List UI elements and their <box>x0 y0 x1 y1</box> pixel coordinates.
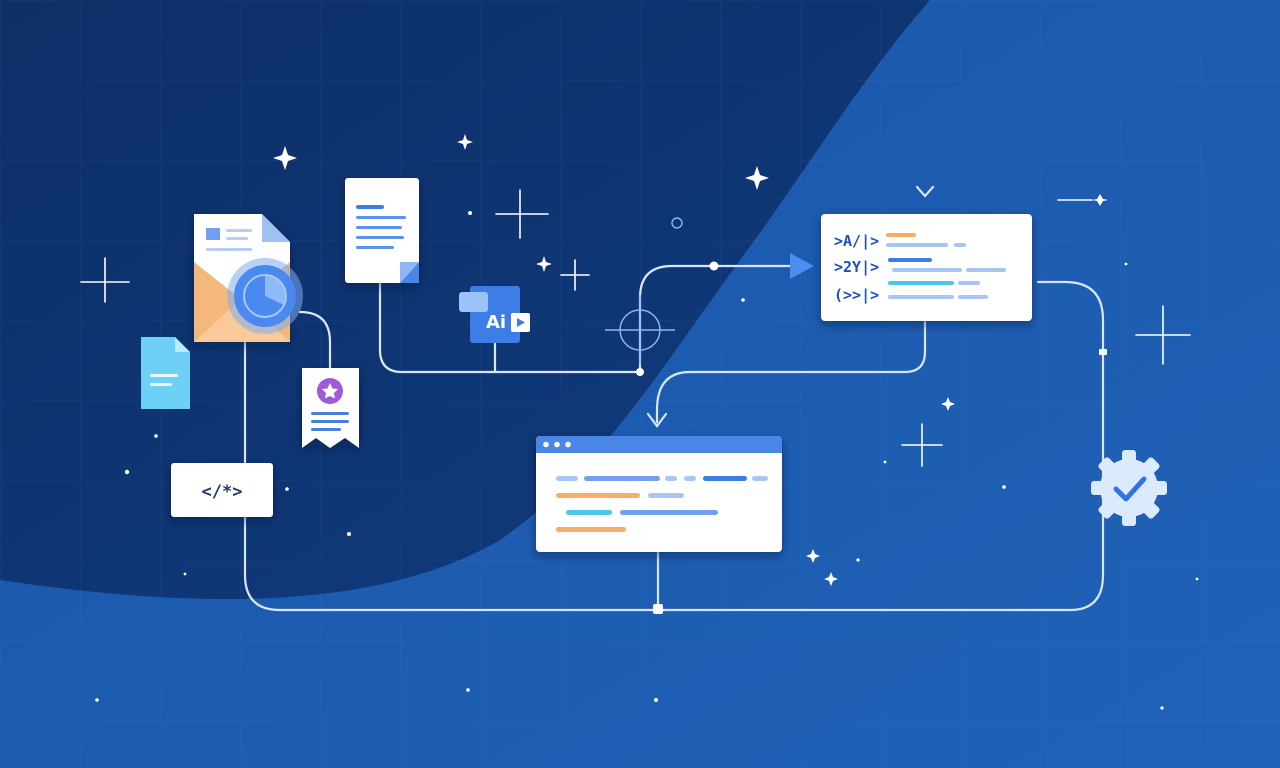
code-tag-label: </*> <box>202 482 243 502</box>
crosshair-icon <box>605 295 675 365</box>
code-panel-lines <box>886 233 1006 299</box>
code-line-label: (>>|> <box>834 286 879 305</box>
certificate-icon <box>302 368 359 448</box>
ai-badge-icon <box>459 286 530 343</box>
document-icon <box>345 178 419 283</box>
main-loop-connector <box>243 280 1105 612</box>
sparkle-dots <box>95 211 1199 710</box>
loop-node <box>653 604 663 614</box>
browser-window <box>536 436 782 552</box>
code-line-label: >A/|> <box>834 232 879 251</box>
right-arrowhead <box>790 253 814 279</box>
file-icon <box>141 337 190 409</box>
down-arrowhead <box>646 412 668 428</box>
loop-node <box>1099 349 1107 355</box>
sparkle-icon <box>80 189 1191 467</box>
chart-disc-icon <box>227 258 303 334</box>
small-ring <box>671 217 683 229</box>
sparkle-icon <box>273 134 1108 586</box>
junction-dot <box>709 261 719 271</box>
code-line-label: >2Y|> <box>834 258 879 277</box>
junction-dot <box>636 368 644 376</box>
connector-lines <box>243 185 1105 612</box>
top-chevron <box>915 185 935 198</box>
code-panel-to-window-connector <box>655 318 927 424</box>
envelope-to-certificate-connector <box>298 310 332 370</box>
code-panel <box>821 214 1032 321</box>
code-tag-icon <box>171 463 273 517</box>
doc-to-junction-connector <box>378 281 642 374</box>
ai-badge-label: Ai <box>486 312 506 333</box>
gear-check-icon <box>1091 450 1167 526</box>
